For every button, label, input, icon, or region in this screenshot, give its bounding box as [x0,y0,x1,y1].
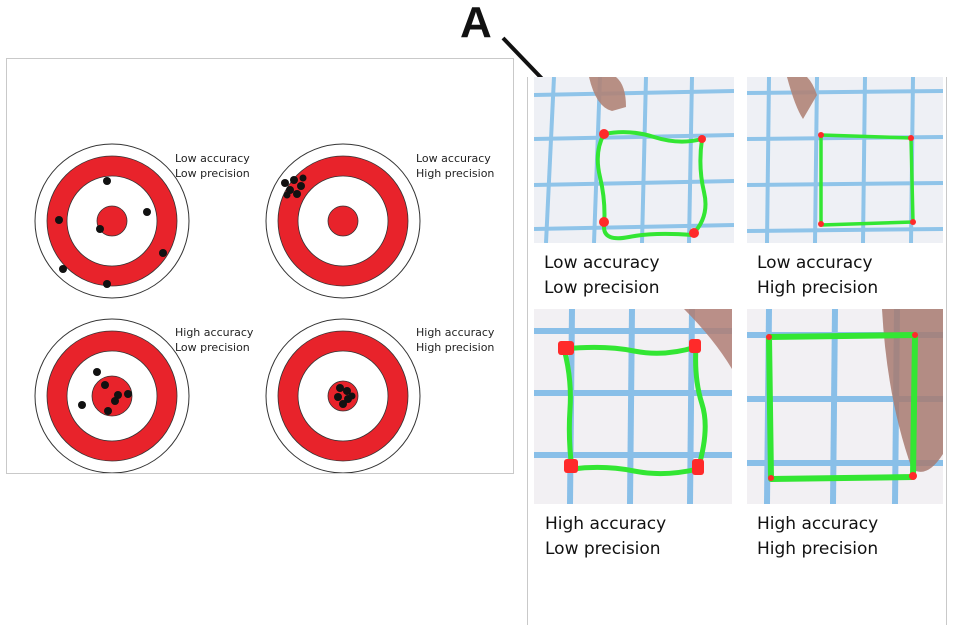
photo-3-caption-line2: Low precision [545,539,661,559]
photo-2-caption-line2: High precision [757,278,879,298]
photo-4-caption-line1: High accuracy [757,514,879,534]
target-4-label-line1: High accuracy [416,326,495,339]
target-high-acc-low-prec [34,318,190,473]
photo-low-acc-low-prec [534,77,734,243]
shot-marks [281,174,307,199]
photo-panel: Low accuracy Low precision Low accuracy … [527,77,947,625]
target-high-acc-high-prec [265,318,421,473]
photo-2-caption: Low accuracy High precision [757,251,878,301]
photo-1-caption-line1: Low accuracy [544,253,660,273]
target-2-label: Low accuracy High precision [416,151,494,181]
photo-high-acc-low-prec [534,309,732,504]
target-low-acc-high-prec [265,143,421,299]
shot-marks [55,177,167,288]
photo-low-acc-high-prec [747,77,943,243]
shot-marks [334,384,356,408]
target-3-label-line2: Low precision [175,341,250,354]
target-1-label: Low accuracy Low precision [175,151,250,181]
photo-3-caption-line1: High accuracy [545,514,667,534]
shot-marks [78,368,132,415]
figure-label-a: A [460,0,492,47]
photo-1-caption: Low accuracy Low precision [544,251,660,301]
photo-1-caption-line2: Low precision [544,278,660,298]
target-3-label: High accuracy Low precision [175,325,253,355]
target-1-label-line2: Low precision [175,167,250,180]
photo-high-acc-high-prec [747,309,943,504]
target-low-acc-low-prec [34,143,190,299]
target-3-label-line1: High accuracy [175,326,254,339]
target-4-label: High accuracy High precision [416,325,494,355]
photo-4-caption: High accuracy High precision [757,512,878,562]
target-2-label-line1: Low accuracy [416,152,491,165]
photo-4-caption-line2: High precision [757,539,879,559]
targets-svg [34,143,421,473]
target-1-label-line1: Low accuracy [175,152,250,165]
target-diagram-panel: Low accuracy Low precision Low accuracy … [6,58,514,474]
target-4-label-line2: High precision [416,341,495,354]
photo-3-caption: High accuracy Low precision [545,512,666,562]
target-2-label-line2: High precision [416,167,495,180]
photo-2-caption-line1: Low accuracy [757,253,873,273]
